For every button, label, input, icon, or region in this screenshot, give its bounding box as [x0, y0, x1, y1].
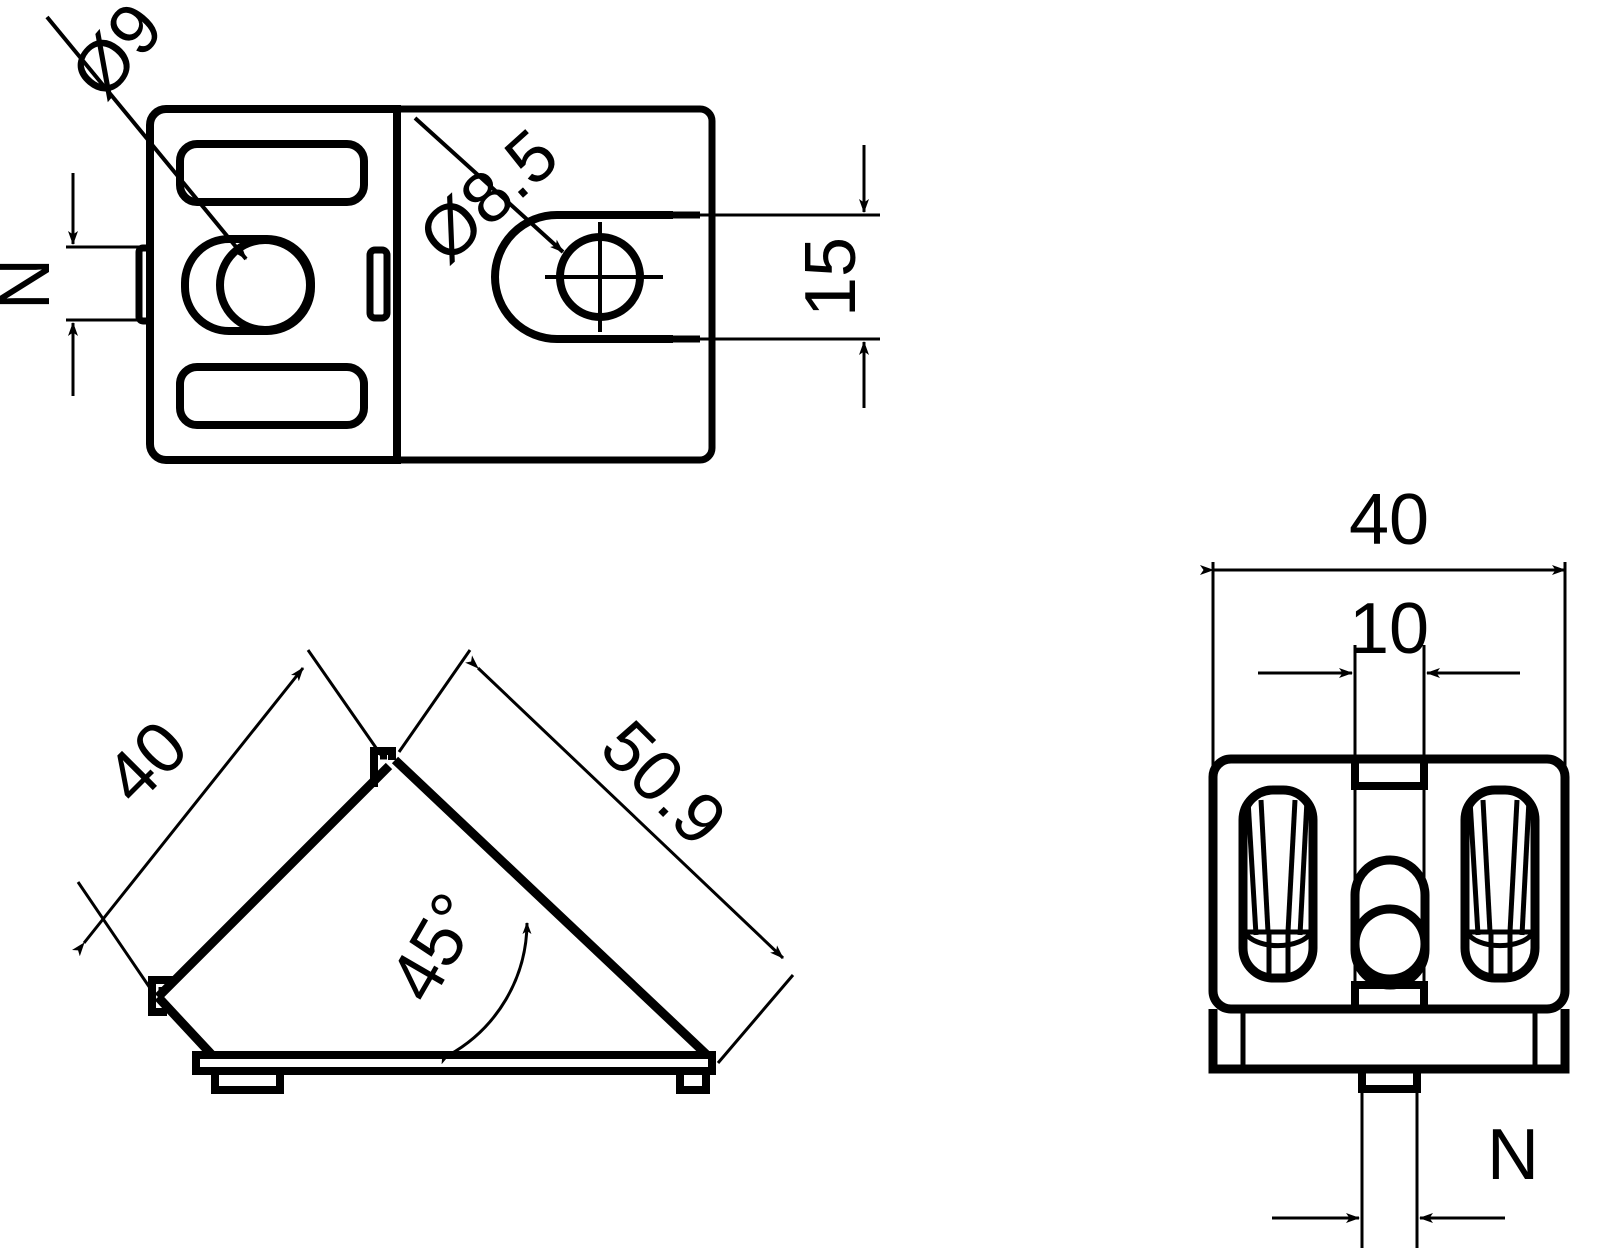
- dim-label-dia85: Ø8.5: [404, 114, 574, 278]
- top-view-cylinder-circle: [216, 236, 314, 334]
- ext-line-40-side-a: [306, 649, 383, 756]
- front-view-slot-left-taper-b: [1285, 799, 1298, 933]
- side-view-group: 40 50.9 45°: [71, 649, 795, 1094]
- top-view-right-body: [393, 105, 716, 464]
- front-view-base-band: [1208, 1009, 1570, 1074]
- front-view-slot-left-arc: [1242, 930, 1314, 949]
- side-view-apex-tab: [370, 747, 396, 787]
- front-view-slot-left-taper-d: [1297, 799, 1310, 936]
- side-view-base-plate: [192, 1051, 716, 1075]
- ext-line-509-a: [397, 649, 472, 753]
- dim-label-10-front: 10: [1349, 589, 1429, 669]
- dim-label-n-left: N: [0, 258, 65, 310]
- top-view-slot-lower: [176, 363, 368, 429]
- top-view-d-boss: [491, 211, 673, 343]
- side-view-base-tab-left: [211, 1071, 284, 1094]
- side-view-base-tab-right: [676, 1071, 710, 1094]
- front-view-slot-right: [1460, 785, 1540, 983]
- front-view-slot-right-taper-d: [1519, 799, 1532, 936]
- front-view-slot-left-taper-a: [1258, 799, 1271, 933]
- leader-line-dia9: [45, 15, 248, 261]
- dim-label-40-side: 40: [90, 706, 203, 819]
- front-view-lower-protrusion: [1358, 1069, 1421, 1093]
- dim-label-45deg: 45°: [374, 880, 498, 1014]
- dim-label-15: 15: [791, 237, 871, 317]
- side-view-left-corner: [154, 993, 216, 1059]
- side-view-left-incline: [154, 762, 393, 1001]
- dim-label-n-front: N: [1487, 1115, 1539, 1195]
- top-view-group: 15 N Ø9 Ø8.5: [0, 0, 880, 464]
- front-view-slot-right-arc: [1464, 930, 1536, 949]
- leader-line-dia85: [413, 116, 565, 254]
- dim-line-40-side: [71, 667, 305, 957]
- ext-line-509-b: [716, 974, 795, 1064]
- dim-arc-45deg: [437, 922, 532, 1065]
- front-view-slot-right-taper-b: [1507, 799, 1520, 933]
- front-view-body: [1208, 754, 1570, 1014]
- dim-line-509: [465, 655, 785, 960]
- front-view-group: 40 10 N: [1200, 480, 1570, 1248]
- side-view-left-tab: [148, 976, 175, 1016]
- dim-label-509: 50.9: [586, 706, 742, 862]
- front-view-slot-left: [1238, 785, 1318, 983]
- front-view-center-circle: [1350, 904, 1430, 984]
- dim-label-dia9: Ø9: [56, 0, 179, 113]
- front-view-slot-left-taper-c: [1245, 799, 1259, 936]
- top-view-left-face-plate: [146, 105, 401, 464]
- front-view-slot-right-taper-a: [1480, 799, 1493, 933]
- dim-label-40-front: 40: [1349, 480, 1429, 560]
- top-view-inner-slot: [366, 246, 391, 322]
- front-view-slot-right-taper-c: [1467, 799, 1481, 936]
- top-view-slot-upper: [176, 140, 368, 206]
